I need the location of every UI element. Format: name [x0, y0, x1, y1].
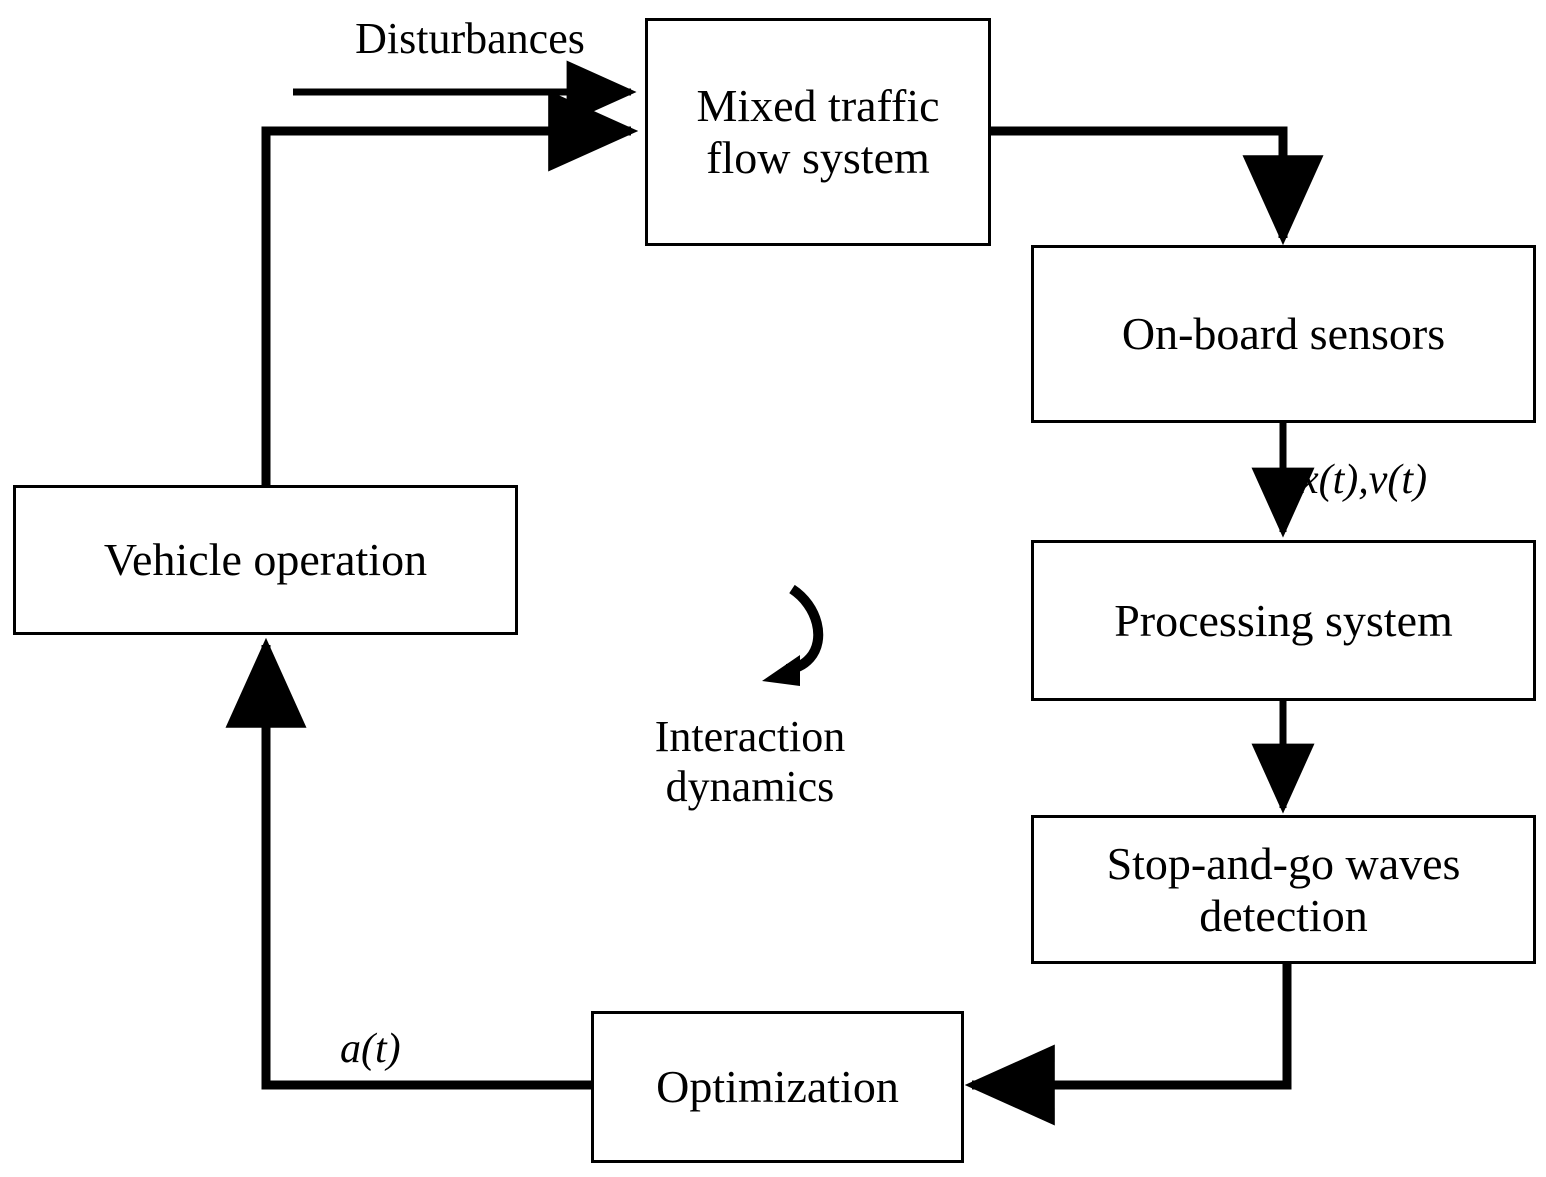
node-on-board-sensors[interactable]: On-board sensors: [1031, 245, 1536, 423]
node-label-processing-system: Processing system: [1114, 594, 1453, 646]
node-label-vehicle-operation: Vehicle operation: [103, 534, 428, 586]
node-optimization[interactable]: Optimization: [591, 1011, 964, 1163]
interaction-loop-arrowhead: [762, 655, 800, 686]
label-disturbances: Disturbances: [355, 14, 585, 63]
node-processing-system[interactable]: Processing system: [1031, 540, 1536, 701]
label-control-signal: a(t): [340, 1026, 401, 1072]
edge-optimization-to-vehicle: [225, 637, 591, 1090]
edge-vehicle-to-mixed-traffic: [261, 90, 639, 486]
node-label-optimization: Optimization: [656, 1061, 899, 1113]
edge-stopgo-to-optimization: [964, 964, 1292, 1126]
node-mixed-traffic-flow-system[interactable]: Mixed traffic flow system: [645, 18, 991, 246]
node-label-on-board-sensors: On-board sensors: [1121, 308, 1446, 360]
label-interaction-dynamics: Interaction dynamics: [654, 712, 846, 812]
node-label-stop-and-go-waves-detection: Stop-and-go waves detection: [1106, 837, 1461, 941]
edge-mixed-traffic-to-onboard: [991, 126, 1324, 246]
label-sensor-signal: x(t),v(t): [1300, 457, 1428, 503]
interaction-loop-arrow: [785, 584, 824, 674]
node-stop-and-go-waves-detection[interactable]: Stop-and-go waves detection: [1031, 815, 1536, 964]
node-label-mixed-traffic-flow-system: Mixed traffic flow system: [696, 80, 940, 183]
node-vehicle-operation[interactable]: Vehicle operation: [13, 485, 518, 635]
